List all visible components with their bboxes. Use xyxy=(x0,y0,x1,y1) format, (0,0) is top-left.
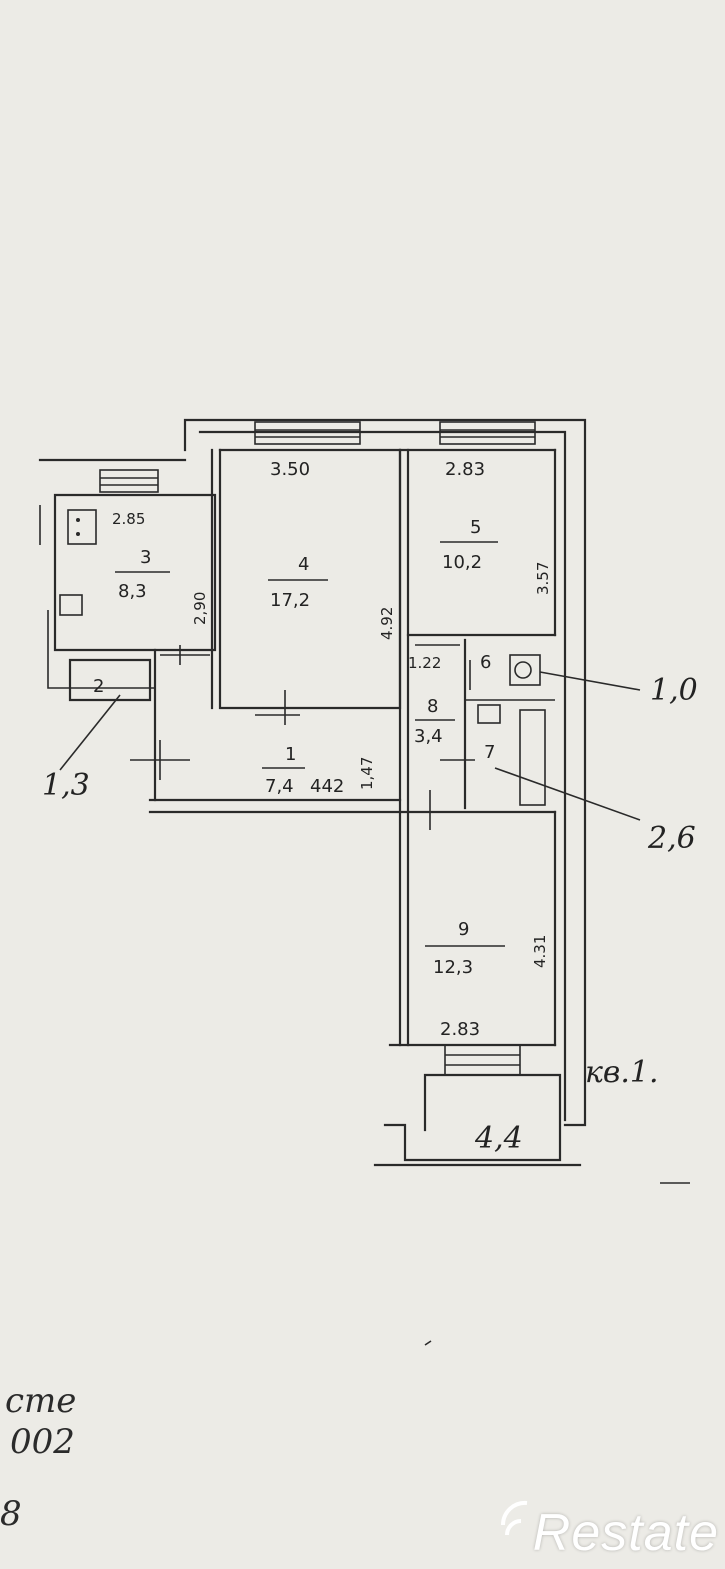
room-3-width: 2.85 xyxy=(112,510,145,528)
room-4-width: 3.50 xyxy=(270,459,310,480)
interior-walls xyxy=(210,448,557,1047)
room-8-area: 3,4 xyxy=(414,726,443,747)
restate-watermark: Restate xyxy=(479,1493,719,1563)
room-7-area: 2,6 xyxy=(647,821,696,856)
balcony-area: 4,4 xyxy=(474,1121,523,1156)
room-5-width: 2.83 xyxy=(445,459,485,480)
room-1-width: 442 xyxy=(310,776,344,797)
washbasin-icon xyxy=(477,704,501,724)
room-5-area: 10,2 xyxy=(442,552,482,573)
room-5-number: 5 xyxy=(470,517,481,538)
room-9-width: 2.83 xyxy=(440,1019,480,1040)
stove-icon xyxy=(67,509,97,545)
windows xyxy=(99,421,536,1076)
watermark-text: Restate xyxy=(532,1504,719,1562)
room-3-depth: 2,90 xyxy=(191,592,209,625)
sink-icon xyxy=(59,594,83,616)
signal-icon xyxy=(500,1500,528,1536)
room-5-depth: 3.57 xyxy=(534,562,552,595)
apartment-label: кв.1. xyxy=(585,1055,659,1090)
room-4-number: 4 xyxy=(298,554,309,575)
room-9-number: 9 xyxy=(458,919,469,940)
room-4-depth: 4.92 xyxy=(378,607,396,640)
room-3-area: 8,3 xyxy=(118,581,147,602)
room-1-depth: 1,47 xyxy=(358,757,376,790)
scribble-2: 002 xyxy=(10,1422,75,1462)
bathtub-icon xyxy=(519,709,546,806)
fixtures xyxy=(59,509,546,806)
room-2-number: 2 xyxy=(93,676,104,697)
room-6-area: 1,0 xyxy=(650,673,698,708)
room-1-number: 1 xyxy=(285,744,296,765)
toilet-icon xyxy=(509,654,541,686)
room-4-area: 17,2 xyxy=(270,590,310,611)
door-openings xyxy=(130,644,475,830)
scribble-3: 8 xyxy=(0,1494,22,1534)
room-8-number: 8 xyxy=(427,696,438,717)
room-9-area: 12,3 xyxy=(433,957,473,978)
scribble-1: сте xyxy=(5,1381,76,1421)
room-2-area: 1,3 xyxy=(42,768,90,803)
room-7-number: 7 xyxy=(484,742,495,763)
leader-lines xyxy=(59,671,641,821)
room-1-area: 7,4 xyxy=(265,776,294,797)
room-9-depth: 4.31 xyxy=(531,935,549,968)
room-3-number: 3 xyxy=(140,547,151,568)
balcony xyxy=(373,1073,582,1167)
room-6-number: 6 xyxy=(480,652,491,673)
outer-walls xyxy=(38,418,587,1127)
room-6-width: 1.22 xyxy=(408,654,441,672)
